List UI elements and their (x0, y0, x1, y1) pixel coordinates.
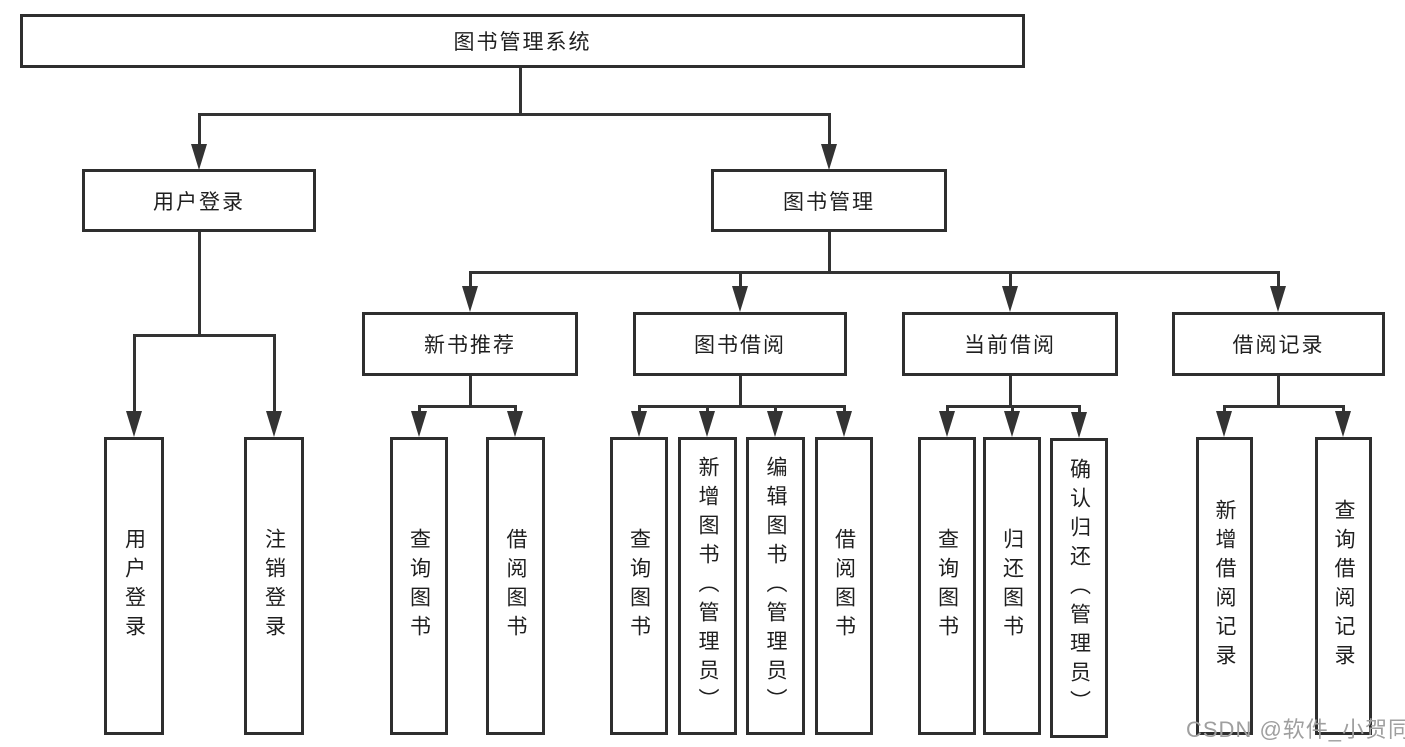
connector-line (519, 68, 522, 116)
connector-line (198, 113, 201, 146)
arrow-down-icon (1216, 411, 1232, 437)
connector-line (469, 376, 472, 407)
connector-line (774, 405, 777, 413)
leaf-edit-book-admin-label: 编辑图书（管理员） (764, 455, 787, 717)
leaf-borrow-book: 借阅图书 (815, 437, 873, 735)
leaf-query-book-recommend: 查询图书 (390, 437, 448, 735)
arrow-down-icon (732, 286, 748, 312)
node-current-borrow: 当前借阅 (902, 312, 1118, 376)
connector-line (828, 113, 831, 146)
leaf-add-book-admin: 新增图书（管理员） (678, 437, 737, 735)
leaf-query-book-borrow-label: 查询图书 (627, 528, 651, 644)
arrow-down-icon (699, 411, 715, 437)
node-book-management: 图书管理 (711, 169, 947, 232)
leaf-query-borrow-record-label: 查询借阅记录 (1332, 499, 1355, 673)
node-borrow-records: 借阅记录 (1172, 312, 1385, 376)
arrow-down-icon (1071, 412, 1087, 438)
leaf-logout-label: 注销登录 (262, 528, 286, 644)
connector-line (273, 334, 276, 413)
connector-line (1277, 271, 1280, 288)
leaf-add-borrow-record: 新增借阅记录 (1196, 437, 1253, 735)
connector-line (739, 376, 742, 407)
node-current-borrow-label: 当前借阅 (964, 334, 1056, 357)
leaf-edit-book-admin: 编辑图书（管理员） (746, 437, 805, 735)
arrow-down-icon (836, 411, 852, 437)
leaf-confirm-return-admin-label: 确认归还（管理员） (1067, 457, 1091, 719)
leaf-query-book-recommend-label: 查询图书 (407, 528, 431, 644)
arrow-down-icon (1270, 286, 1286, 312)
arrow-down-icon (1004, 411, 1020, 437)
arrow-down-icon (1335, 411, 1351, 437)
connector-line (469, 271, 1279, 274)
arrow-down-icon (462, 286, 478, 312)
watermark-csdn: CSDN @软件_小贺同学 (1186, 717, 1405, 742)
leaf-logout: 注销登录 (244, 437, 304, 735)
leaf-borrow-book-recommend: 借阅图书 (486, 437, 545, 735)
connector-line (1009, 271, 1012, 288)
node-book-borrow: 图书借阅 (633, 312, 847, 376)
leaf-query-book-current-label: 查询图书 (935, 528, 959, 644)
connector-line (133, 334, 276, 337)
arrow-down-icon (191, 144, 207, 170)
node-borrow-records-label: 借阅记录 (1232, 334, 1325, 357)
connector-line (469, 271, 472, 288)
arrow-down-icon (507, 411, 523, 437)
node-new-book-recommend-label: 新书推荐 (424, 334, 516, 357)
connector-line (1078, 405, 1081, 413)
node-user-login: 用户登录 (82, 169, 316, 232)
leaf-query-book-current: 查询图书 (918, 437, 976, 735)
node-user-login-label: 用户登录 (153, 190, 245, 214)
connector-line (1223, 405, 1345, 408)
connector-line (418, 405, 517, 408)
connector-line (638, 405, 846, 408)
node-book-management-label: 图书管理 (783, 190, 875, 214)
arrow-down-icon (631, 411, 647, 437)
arrow-down-icon (126, 411, 142, 437)
arrow-down-icon (1002, 286, 1018, 312)
leaf-query-book-borrow: 查询图书 (610, 437, 668, 735)
leaf-borrow-book-label: 借阅图书 (832, 528, 856, 644)
node-root-label: 图书管理系统 (453, 31, 592, 54)
leaf-user-login-label: 用户登录 (122, 528, 146, 644)
node-root: 图书管理系统 (20, 14, 1025, 68)
connector-line (198, 113, 830, 116)
arrow-down-icon (821, 144, 837, 170)
arrow-down-icon (767, 411, 783, 437)
leaf-add-borrow-record-label: 新增借阅记录 (1213, 499, 1236, 673)
connector-line (1342, 405, 1345, 413)
arrow-down-icon (266, 411, 282, 437)
arrow-down-icon (411, 411, 427, 437)
leaf-confirm-return-admin: 确认归还（管理员） (1050, 438, 1108, 738)
connector-line (638, 405, 641, 413)
connector-line (1223, 405, 1226, 413)
node-book-borrow-label: 图书借阅 (694, 334, 786, 357)
connector-line (1009, 376, 1012, 407)
connector-line (739, 271, 742, 288)
connector-line (706, 405, 709, 413)
connector-line (1277, 376, 1280, 407)
leaf-user-login: 用户登录 (104, 437, 164, 735)
connector-line (946, 405, 949, 413)
connector-line (1011, 405, 1014, 413)
connector-line (133, 334, 136, 413)
connector-line (828, 232, 831, 273)
connector-line (418, 405, 421, 413)
leaf-query-borrow-record: 查询借阅记录 (1315, 437, 1372, 735)
connector-line (198, 232, 201, 336)
leaf-return-book-label: 归还图书 (1000, 528, 1024, 644)
connector-line (843, 405, 846, 413)
connector-line (514, 405, 517, 413)
leaf-borrow-book-recommend-label: 借阅图书 (504, 528, 527, 644)
node-new-book-recommend: 新书推荐 (362, 312, 578, 376)
leaf-add-book-admin-label: 新增图书（管理员） (696, 455, 719, 717)
arrow-down-icon (939, 411, 955, 437)
leaf-return-book: 归还图书 (983, 437, 1041, 735)
